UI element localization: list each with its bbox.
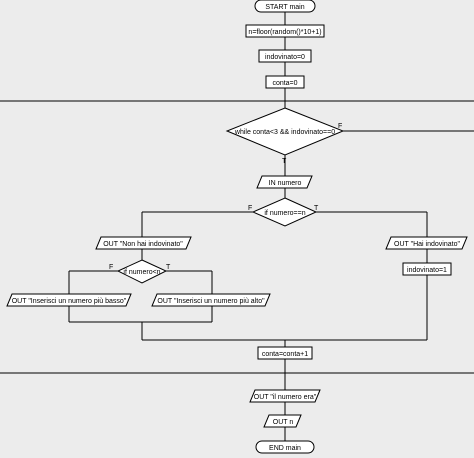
svg-text:conta=0: conta=0: [272, 80, 297, 87]
start-node: START main: [254, 0, 316, 13]
svg-text:OUT "il numero era": OUT "il numero era": [254, 394, 317, 401]
loop-false-label: F: [338, 123, 342, 130]
if-less-false-label: F: [109, 264, 113, 271]
svg-text:n=floor(random()*10+1): n=floor(random()*10+1): [248, 29, 321, 36]
out-numero-era-parallelogram: OUT "il numero era": [249, 389, 321, 403]
assign-conta-box: conta=0: [265, 75, 305, 89]
svg-text:while conta<3 && indovinato==0: while conta<3 && indovinato==0: [234, 129, 335, 136]
if-less-diamond: if numero<n: [116, 259, 168, 284]
increment-conta-box: conta=conta+1: [257, 346, 313, 360]
out-piu-alto-parallelogram: OUT "Inserisci un numero più alto": [151, 293, 271, 307]
assign-n-box: n=floor(random()*10+1): [245, 24, 325, 38]
svg-text:OUT "Inserisci un numero più a: OUT "Inserisci un numero più alto": [157, 298, 265, 305]
svg-text:OUT "Non hai indovinato": OUT "Non hai indovinato": [103, 241, 183, 248]
if-equal-diamond: if numero==n: [251, 197, 318, 227]
if-equal-false-label: F: [248, 205, 252, 212]
assign-indovinato-box: indovinato=0: [258, 49, 312, 63]
svg-text:END main: END main: [269, 445, 301, 452]
connector-lines: [0, 12, 474, 441]
svg-text:conta=conta+1: conta=conta+1: [262, 351, 308, 358]
if-equal-true-label: T: [314, 205, 319, 212]
svg-text:OUT n: OUT n: [273, 419, 294, 426]
out-non-indovinato-parallelogram: OUT "Non hai indovinato": [95, 236, 192, 250]
svg-text:IN numero: IN numero: [269, 180, 302, 187]
svg-text:indovinato=1: indovinato=1: [407, 267, 447, 274]
out-piu-basso-parallelogram: OUT "Inserisci un numero più basso": [6, 293, 132, 307]
svg-text:if numero<n: if numero<n: [123, 269, 160, 276]
svg-text:if numero==n: if numero==n: [264, 210, 305, 217]
assign-indovinato-1-box: indovinato=1: [402, 262, 452, 276]
end-node: END main: [255, 440, 315, 454]
out-n-parallelogram: OUT n: [263, 414, 302, 428]
svg-text:OUT "Inserisci un numero più b: OUT "Inserisci un numero più basso": [12, 298, 127, 305]
svg-text:indovinato=0: indovinato=0: [265, 54, 305, 61]
out-indovinato-parallelogram: OUT "Hai indovinato": [385, 236, 468, 250]
loop-condition-diamond: while conta<3 && indovinato==0: [225, 107, 345, 156]
svg-text:START main: START main: [265, 4, 304, 11]
input-numero-parallelogram: IN numero: [256, 175, 313, 189]
loop-true-label: T: [282, 158, 287, 165]
svg-text:OUT "Hai indovinato": OUT "Hai indovinato": [394, 241, 460, 248]
if-less-true-label: T: [166, 264, 171, 271]
